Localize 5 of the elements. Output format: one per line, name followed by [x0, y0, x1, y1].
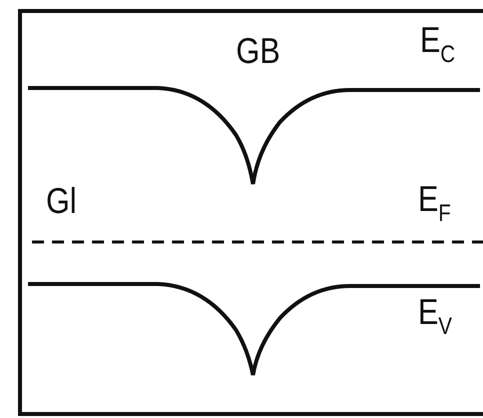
- band-label: E$_{V}$: [418, 294, 452, 339]
- region-label: GB: [236, 33, 280, 69]
- band-label: E$_{F}$: [418, 181, 451, 226]
- region-label: Gl: [46, 183, 77, 219]
- band-label: E$_{C}$: [420, 22, 456, 67]
